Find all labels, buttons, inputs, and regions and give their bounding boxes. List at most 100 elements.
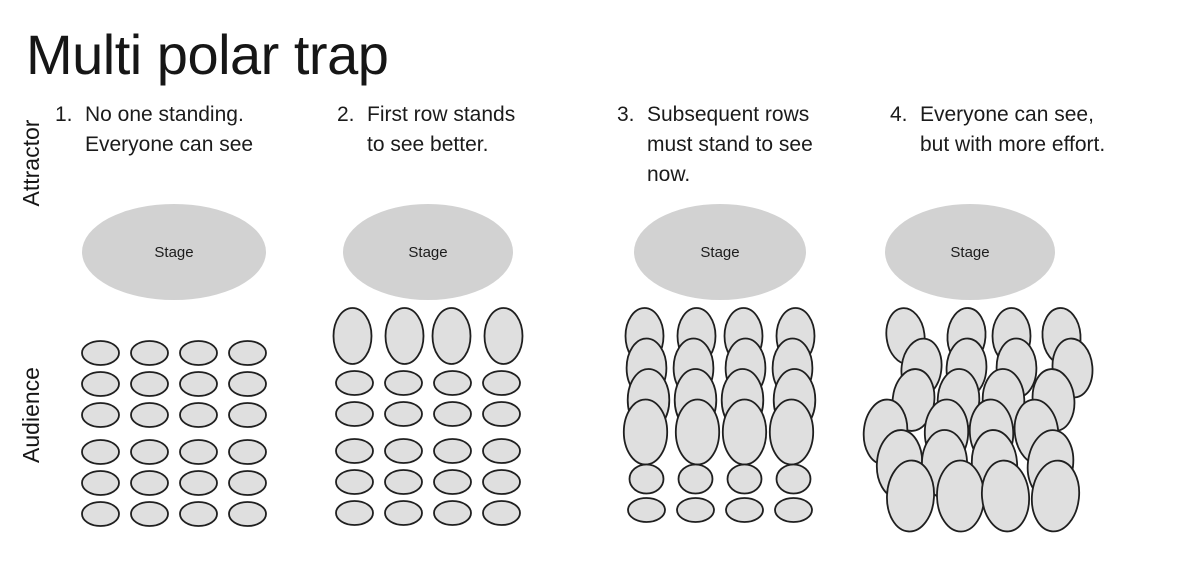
- stage-label: Stage: [950, 244, 989, 261]
- person-sitting-ellipse: [179, 371, 218, 397]
- person-sitting-ellipse: [335, 370, 374, 396]
- panel-4: 4. Everyone can see, but with more effort…: [843, 100, 1113, 560]
- person-standing-ellipse: [1030, 459, 1081, 533]
- person-sitting-ellipse: [228, 402, 267, 428]
- person-sitting-ellipse: [81, 470, 120, 496]
- page-title: Multi polar trap: [26, 23, 389, 86]
- stage-label: Stage: [408, 244, 447, 261]
- person-sitting-ellipse: [433, 438, 472, 464]
- caption-line: Everyone can see,: [920, 103, 1094, 126]
- stage-audience-diagram: Stage: [81, 204, 267, 527]
- stage-ellipse: [634, 204, 806, 300]
- caption-line: must stand to see: [647, 133, 813, 156]
- person-sitting-ellipse: [335, 438, 374, 464]
- person-standing-ellipse: [431, 307, 472, 365]
- person-sitting-ellipse: [81, 340, 120, 366]
- caption-number: 4.: [890, 103, 908, 126]
- person-sitting-ellipse: [677, 463, 714, 495]
- person-sitting-ellipse: [676, 497, 715, 523]
- panel-2: 2. First row stands to see better. Stage: [301, 100, 571, 560]
- stage-label: Stage: [154, 244, 193, 261]
- person-sitting-ellipse: [482, 401, 521, 427]
- caption-text: Subsequent rows must stand to see now.: [647, 100, 813, 190]
- person-sitting-ellipse: [433, 401, 472, 427]
- stage-audience-diagram: Stage: [862, 204, 1094, 533]
- person-sitting-ellipse: [384, 370, 423, 396]
- stage-ellipse: [343, 204, 513, 300]
- person-sitting-ellipse: [179, 439, 218, 465]
- person-sitting-ellipse: [228, 340, 267, 366]
- person-sitting-ellipse: [81, 501, 120, 527]
- person-standing-ellipse: [674, 398, 721, 466]
- person-sitting-ellipse: [482, 500, 521, 526]
- person-sitting-ellipse: [384, 500, 423, 526]
- panel-1: 1. No one standing. Everyone can see Stag…: [47, 100, 317, 560]
- stage-ellipse: [885, 204, 1055, 300]
- person-sitting-ellipse: [384, 469, 423, 495]
- caption-line: No one standing.: [85, 103, 244, 126]
- person-sitting-ellipse: [335, 500, 374, 526]
- person-sitting-ellipse: [482, 469, 521, 495]
- stage-label: Stage: [700, 244, 739, 261]
- person-sitting-ellipse: [81, 371, 120, 397]
- caption-line: now.: [647, 163, 691, 186]
- stage-ellipse: [82, 204, 266, 300]
- person-sitting-ellipse: [384, 401, 423, 427]
- person-sitting-ellipse: [179, 501, 218, 527]
- person-standing-ellipse: [332, 307, 373, 365]
- person-sitting-ellipse: [81, 439, 120, 465]
- person-sitting-ellipse: [384, 438, 423, 464]
- person-sitting-ellipse: [130, 470, 169, 496]
- person-standing-ellipse: [980, 459, 1031, 533]
- person-sitting-ellipse: [433, 500, 472, 526]
- caption-number: 1.: [55, 103, 73, 126]
- person-standing-ellipse: [936, 459, 985, 533]
- caption-line: to see better.: [367, 133, 489, 156]
- panel-caption: 3. Subsequent rows must stand to see now.: [617, 100, 863, 190]
- person-sitting-ellipse: [433, 370, 472, 396]
- caption-line: First row stands: [367, 103, 516, 126]
- caption-number: 3.: [617, 103, 635, 126]
- person-sitting-ellipse: [130, 340, 169, 366]
- person-sitting-ellipse: [482, 370, 521, 396]
- person-sitting-ellipse: [228, 470, 267, 496]
- person-sitting-ellipse: [628, 463, 665, 495]
- caption-number: 2.: [337, 103, 355, 126]
- caption-line: but with more effort.: [920, 133, 1106, 156]
- person-standing-ellipse: [768, 398, 815, 466]
- caption-line: Subsequent rows: [647, 103, 810, 126]
- person-sitting-ellipse: [179, 340, 218, 366]
- caption-line: Everyone can see: [85, 133, 254, 156]
- attractor-axis-label: Attractor: [18, 119, 44, 207]
- person-sitting-ellipse: [130, 501, 169, 527]
- person-standing-ellipse: [886, 459, 935, 533]
- person-sitting-ellipse: [433, 469, 472, 495]
- person-standing-ellipse: [622, 398, 669, 466]
- person-sitting-ellipse: [774, 497, 813, 523]
- person-sitting-ellipse: [775, 463, 812, 495]
- person-sitting-ellipse: [130, 371, 169, 397]
- person-sitting-ellipse: [725, 497, 764, 523]
- person-sitting-ellipse: [228, 439, 267, 465]
- person-sitting-ellipse: [228, 371, 267, 397]
- person-sitting-ellipse: [130, 402, 169, 428]
- person-standing-ellipse: [384, 307, 425, 365]
- person-sitting-ellipse: [228, 501, 267, 527]
- caption-text: First row stands to see better.: [367, 100, 515, 160]
- person-sitting-ellipse: [726, 463, 763, 495]
- panel-caption: 4. Everyone can see, but with more effort…: [890, 100, 1113, 160]
- panel-caption: 1. No one standing. Everyone can see: [55, 100, 317, 160]
- person-sitting-ellipse: [627, 497, 666, 523]
- caption-text: Everyone can see, but with more effort.: [920, 100, 1105, 160]
- panel-caption: 2. First row stands to see better.: [337, 100, 571, 160]
- stage-audience-diagram: Stage: [622, 204, 817, 523]
- person-sitting-ellipse: [81, 402, 120, 428]
- caption-text: No one standing. Everyone can see: [85, 100, 253, 160]
- audience-axis-label: Audience: [18, 367, 44, 463]
- person-sitting-ellipse: [335, 469, 374, 495]
- person-sitting-ellipse: [130, 439, 169, 465]
- person-standing-ellipse: [721, 398, 768, 466]
- stage-audience-diagram: Stage: [332, 204, 524, 526]
